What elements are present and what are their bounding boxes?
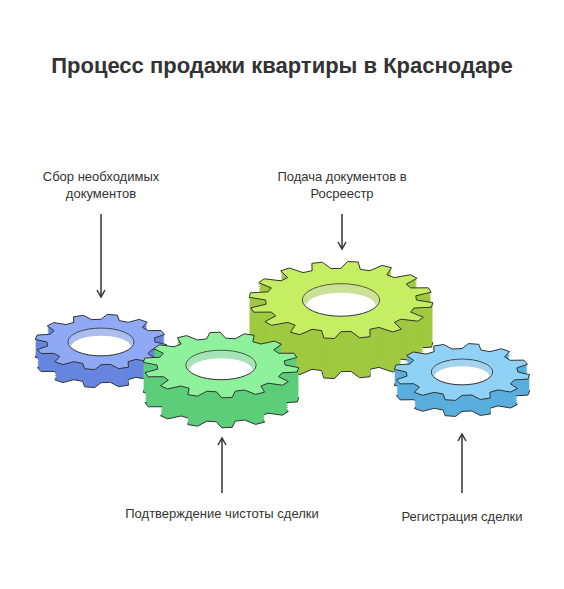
gear-hole: [431, 359, 492, 385]
diagram-title: Процесс продажи квартиры в Краснодаре: [10, 52, 554, 80]
leader-arrow: [221, 438, 223, 493]
gear-hole: [186, 350, 256, 379]
gear-top: [394, 344, 529, 401]
gear-top: [249, 262, 433, 339]
step-label: Подтверждение чистоты сделки: [125, 505, 319, 522]
gear-top: [143, 332, 298, 398]
leader-arrow: [100, 214, 102, 297]
step-label: Подача документов в Росреестр: [250, 168, 434, 202]
leader-arrow: [461, 434, 463, 493]
step-label: Регистрация сделки: [380, 508, 544, 525]
gear-hole: [68, 328, 134, 356]
gear-hole-shadow: [302, 284, 379, 306]
gear-hole-shadow: [68, 328, 134, 347]
gear-hole-shadow: [431, 359, 492, 376]
step-label: Сбор необходимых документов: [20, 168, 182, 202]
gear-hole: [302, 284, 379, 316]
gear-hole-shadow: [186, 350, 256, 370]
leader-arrow: [341, 214, 343, 249]
